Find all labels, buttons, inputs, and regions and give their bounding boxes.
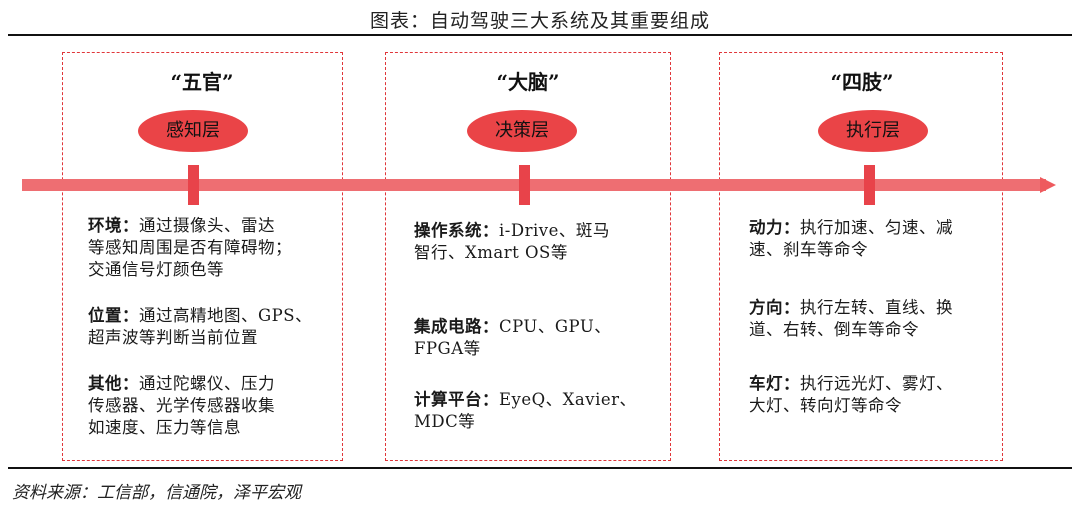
item-text: 速、刹车等命令 (749, 240, 868, 259)
execution-item-power: 动力：执行加速、匀速、减 速、刹车等命令 (749, 217, 953, 261)
decision-item-platform: 计算平台：EyeQ、Xavier、 MDC等 (414, 389, 637, 433)
perception-item-other: 其他：通过陀螺仪、压力 传感器、光学传感器收集 如速度、压力等信息 (88, 373, 275, 439)
perception-item-environment: 环境：通过摄像头、雷达 等感知周围是否有障碍物； 交通信号灯颜色等 (88, 215, 292, 281)
item-label: 集成电路： (414, 317, 499, 336)
item-text: 执行加速、匀速、减 (800, 218, 953, 237)
item-text: 如速度、压力等信息 (88, 418, 241, 437)
top-rule (8, 34, 1072, 36)
perception-marker (188, 165, 199, 205)
item-text: 交通信号灯颜色等 (88, 260, 224, 279)
execution-item-direction: 方向：执行左转、直线、换 道、右转、倒车等命令 (749, 297, 953, 341)
execution-quote: “四肢” (830, 70, 894, 94)
decision-box (385, 52, 671, 461)
item-text: 等感知周围是否有障碍物； (88, 238, 292, 257)
decision-item-ic: 集成电路：CPU、GPU、 FPGA等 (414, 316, 611, 360)
item-text: 通过高精地图、GPS、 (139, 306, 313, 325)
item-text: EyeQ、Xavier、 (499, 390, 637, 409)
item-label: 位置： (88, 306, 139, 325)
item-label: 操作系统： (414, 221, 499, 240)
item-text: MDC等 (414, 412, 476, 431)
decision-marker (519, 165, 530, 205)
item-text: 执行左转、直线、换 (800, 298, 953, 317)
item-label: 车灯： (749, 374, 800, 393)
perception-box (62, 52, 343, 461)
item-text: 超声波等判断当前位置 (88, 328, 258, 347)
execution-marker (864, 165, 875, 205)
execution-layer-badge: 执行层 (818, 110, 928, 152)
timeline-arrow (22, 179, 1046, 191)
item-label: 计算平台： (414, 390, 499, 409)
item-label: 环境： (88, 216, 139, 235)
decision-item-os: 操作系统：i-Drive、斑马 智行、Xmart OS等 (414, 220, 610, 264)
item-text: 通过陀螺仪、压力 (139, 374, 275, 393)
item-label: 动力： (749, 218, 800, 237)
item-text: CPU、GPU、 (499, 317, 612, 336)
decision-quote: “大脑” (496, 70, 560, 94)
perception-quote: “五官” (170, 70, 234, 94)
perception-layer-badge: 感知层 (138, 110, 248, 152)
bottom-rule (8, 467, 1072, 469)
source-note: 资料来源：工信部，信通院，泽平宏观 (12, 483, 301, 503)
item-text: 智行、Xmart OS等 (414, 243, 568, 262)
item-label: 方向： (749, 298, 800, 317)
item-text: i-Drive、斑马 (499, 221, 610, 240)
item-label: 其他： (88, 374, 139, 393)
item-text: 执行远光灯、雾灯、 (800, 374, 953, 393)
item-text: 道、右转、倒车等命令 (749, 320, 919, 339)
execution-item-lights: 车灯：执行远光灯、雾灯、 大灯、转向灯等命令 (749, 373, 953, 417)
item-text: 通过摄像头、雷达 (139, 216, 275, 235)
item-text: 传感器、光学传感器收集 (88, 396, 275, 415)
decision-layer-badge: 决策层 (467, 110, 577, 152)
perception-item-position: 位置：通过高精地图、GPS、 超声波等判断当前位置 (88, 305, 312, 349)
page-title: 图表：自动驾驶三大系统及其重要组成 (369, 10, 710, 32)
execution-box (719, 52, 1003, 461)
item-text: FPGA等 (414, 339, 481, 358)
arrow-head-icon (1040, 177, 1056, 193)
item-text: 大灯、转向灯等命令 (749, 396, 902, 415)
